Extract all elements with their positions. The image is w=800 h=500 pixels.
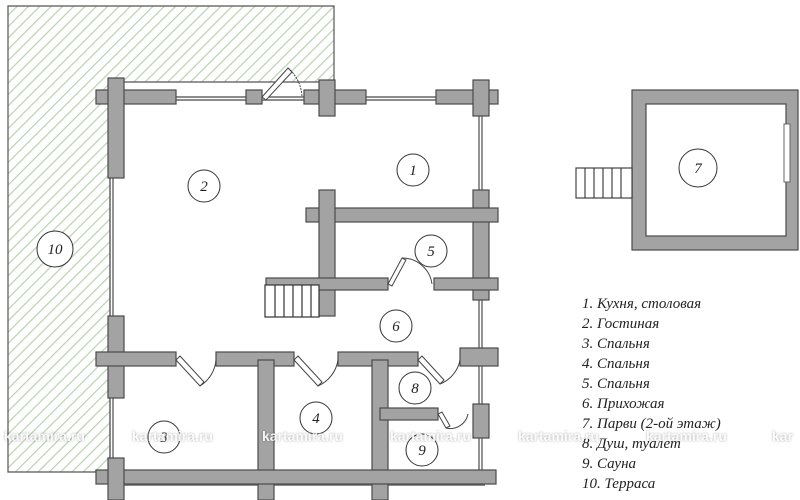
room-number: 8 (411, 381, 419, 397)
legend-item: 9. Сауна (582, 456, 637, 472)
legend-item: 7. Парви (2-ой этаж) (582, 416, 721, 432)
legend-item: 3. Спальня (582, 336, 650, 352)
doors (175, 67, 469, 429)
room-marker (147, 420, 181, 454)
legend-item: 8. Душ, туалет (582, 436, 681, 452)
room-number: 3 (159, 430, 168, 446)
room-number: 2 (200, 179, 208, 195)
room-marker (678, 148, 718, 188)
walls (95, 77, 499, 500)
room-marker (405, 433, 439, 467)
legend-item: 4. Спальня (582, 356, 650, 372)
room-number: 6 (392, 319, 400, 335)
legend-item: 1. Кухня, столовая (582, 296, 702, 312)
legend-item: 6. Прихожая (582, 396, 665, 412)
legend-item: 10. Терраса (582, 476, 656, 492)
room-marker (379, 309, 413, 343)
room-marker (398, 371, 432, 405)
room-number: 10 (48, 242, 64, 258)
room-number: 5 (427, 244, 435, 260)
stairs (264, 284, 320, 318)
legend-item: 2. Гостиная (582, 316, 660, 332)
room-number: 9 (418, 443, 426, 459)
legend-item: 5. Спальня (582, 376, 650, 392)
legend: 1. Кухня, столовая 2. Гостиная 3. Спальн… (582, 294, 721, 494)
room-labels: 1 2 3 4 5 6 7 8 9 10 (36, 148, 718, 467)
room-marker (36, 230, 74, 268)
room-marker (299, 401, 333, 435)
room-marker (414, 234, 448, 268)
room-marker (187, 169, 221, 203)
room-number: 7 (694, 161, 703, 177)
room-number: 4 (312, 411, 320, 427)
room-number: 1 (409, 163, 417, 179)
room-marker (396, 153, 430, 187)
annex-steps (575, 167, 633, 199)
